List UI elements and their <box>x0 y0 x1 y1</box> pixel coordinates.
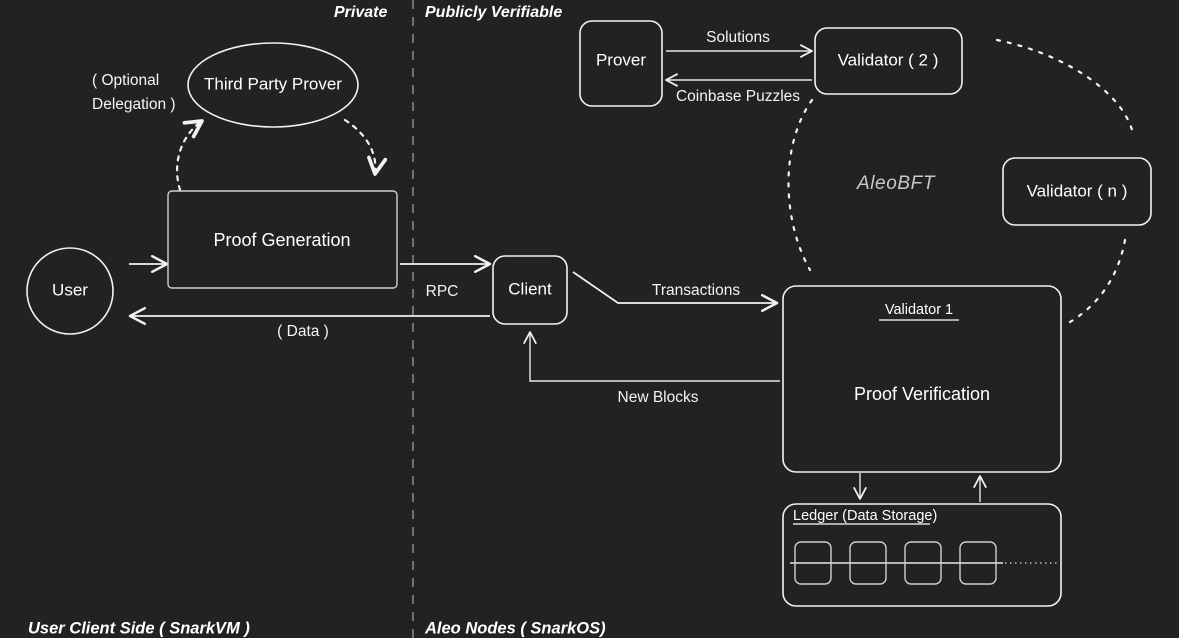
edge-third-party-prover-to-proof-generation <box>343 118 388 176</box>
node-third-party-prover-label: Third Party Prover <box>204 74 342 93</box>
node-proof-generation-label: Proof Generation <box>213 230 350 250</box>
node-prover-label: Prover <box>596 50 646 69</box>
edge-label-coinbase-puzzles: Coinbase Puzzles <box>676 88 800 105</box>
ledger-block[interactable] <box>849 541 887 585</box>
ledger-block[interactable] <box>904 541 942 585</box>
bft-arc-top-right <box>995 38 1134 132</box>
edge-label-optional-delegation-line2: Delegation ) <box>92 96 176 113</box>
node-validator-1[interactable] <box>782 285 1062 473</box>
node-ledger[interactable] <box>782 503 1062 607</box>
node-client[interactable] <box>492 255 568 325</box>
edge-label-data: ( Data ) <box>277 323 329 340</box>
edge-new-blocks-to-client <box>523 331 780 382</box>
zone-label-private: Private <box>334 4 387 21</box>
node-ledger-title: Ledger (Data Storage) <box>793 508 937 524</box>
node-proof-generation[interactable] <box>167 190 398 289</box>
bft-arc-bottom-right <box>1068 238 1127 324</box>
edge-label-new-blocks: New Blocks <box>618 389 699 406</box>
node-validator-1-title: Validator 1 <box>885 302 953 318</box>
bft-arc-left <box>787 98 814 272</box>
zone-label-aleo-nodes: Aleo Nodes ( SnarkOS) <box>424 619 606 637</box>
node-validator-n[interactable] <box>1002 157 1152 226</box>
edge-transactions-to-validator-1 <box>572 271 779 313</box>
ledger-block[interactable] <box>959 541 997 585</box>
node-proof-verification-label: Proof Verification <box>854 384 990 404</box>
label-aleobft: AleoBFT <box>856 173 936 194</box>
edge-proof-generation-to-third-party-prover <box>176 119 204 192</box>
node-prover[interactable] <box>579 20 663 107</box>
edge-label-rpc: RPC <box>426 283 459 300</box>
edge-label-optional-delegation-line1: ( Optional <box>92 72 159 89</box>
node-client-label: Client <box>508 279 552 298</box>
zone-label-user-client-side: User Client Side ( SnarkVM ) <box>28 619 250 637</box>
node-user[interactable] <box>26 247 114 335</box>
node-validator-2-label: Validator ( 2 ) <box>838 50 939 69</box>
node-user-label: User <box>52 280 88 299</box>
edge-label-transactions: Transactions <box>652 282 740 299</box>
node-validator-2[interactable] <box>814 27 963 95</box>
ledger-block[interactable] <box>794 541 832 585</box>
zone-label-publicly-verifiable: Publicly Verifiable <box>425 4 562 21</box>
node-third-party-prover[interactable] <box>187 42 359 128</box>
node-validator-n-label: Validator ( n ) <box>1027 181 1128 200</box>
edge-label-solutions: Solutions <box>706 29 770 46</box>
